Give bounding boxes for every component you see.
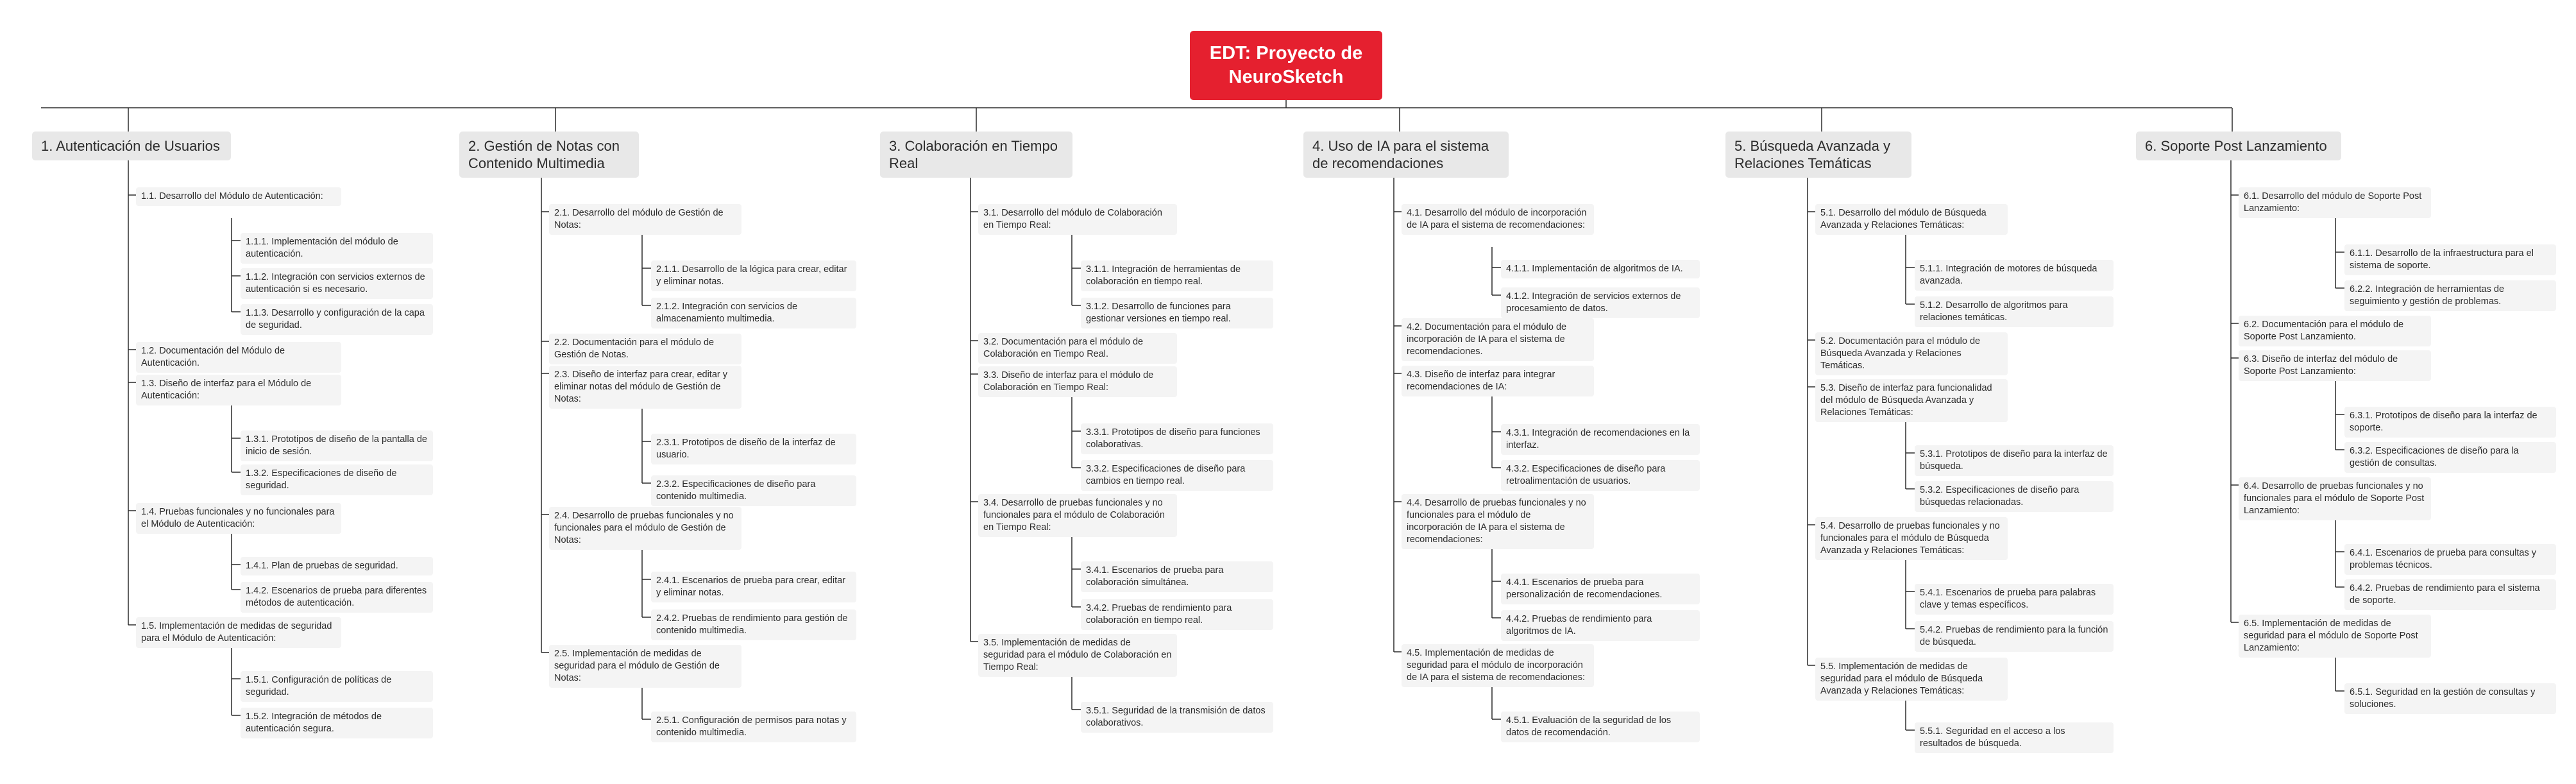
subitem-4-4-1: 4.4.1. Escenarios de prueba para persona… xyxy=(1501,574,1700,604)
subitem-2-3-2: 2.3.2. Especificaciones de diseño para c… xyxy=(651,475,856,506)
subitem-1-5-1: 1.5.1. Configuración de políticas de seg… xyxy=(241,671,433,702)
subitem-3-3-1: 3.3.1. Prototipos de diseño para funcion… xyxy=(1081,423,1273,454)
subitem-4-3-2: 4.3.2. Especificaciones de diseño para r… xyxy=(1501,460,1700,491)
item-1-3: 1.3. Diseño de interfaz para el Módulo d… xyxy=(136,375,341,405)
subitem-5-1-1: 5.1.1. Integración de motores de búsqued… xyxy=(1915,260,2114,291)
subitem-1-5-2: 1.5.2. Integración de métodos de autenti… xyxy=(241,708,433,738)
subitem-6-3-1: 6.3.1. Prototipos de diseño para la inte… xyxy=(2344,407,2556,438)
item-4-2: 4.2. Documentación para el módulo de inc… xyxy=(1402,318,1594,361)
branch-1: 1. Autenticación de Usuarios xyxy=(32,132,231,160)
item-3-4: 3.4. Desarrollo de pruebas funcionales y… xyxy=(978,494,1177,537)
item-4-4: 4.4. Desarrollo de pruebas funcionales y… xyxy=(1402,494,1594,549)
item-1-4: 1.4. Pruebas funcionales y no funcionale… xyxy=(136,503,341,534)
item-5-2: 5.2. Documentación para el módulo de Bús… xyxy=(1815,332,2008,375)
item-3-3: 3.3. Diseño de interfaz para el módulo d… xyxy=(978,366,1177,397)
subitem-5-3-1: 5.3.1. Prototipos de diseño para la inte… xyxy=(1915,445,2114,476)
subitem-2-1-1: 2.1.1. Desarrollo de la lógica para crea… xyxy=(651,260,856,291)
item-6-3: 6.3. Diseño de interfaz del módulo de So… xyxy=(2239,350,2431,381)
subitem-1-4-2: 1.4.2. Escenarios de prueba para diferen… xyxy=(241,582,433,613)
subitem-3-1-1: 3.1.1. Integración de herramientas de co… xyxy=(1081,260,1273,291)
subitem-1-3-2: 1.3.2. Especificaciones de diseño de seg… xyxy=(241,464,433,495)
subitem-3-4-2: 3.4.2. Pruebas de rendimiento para colab… xyxy=(1081,599,1273,630)
item-3-2: 3.2. Documentación para el módulo de Col… xyxy=(978,333,1177,364)
item-1-5: 1.5. Implementación de medidas de seguri… xyxy=(136,617,341,648)
item-6-4: 6.4. Desarrollo de pruebas funcionales y… xyxy=(2239,477,2431,520)
item-1-2: 1.2. Documentación del Módulo de Autenti… xyxy=(136,342,341,373)
item-5-4: 5.4. Desarrollo de pruebas funcionales y… xyxy=(1815,517,2008,560)
branch-2: 2. Gestión de Notas con Contenido Multim… xyxy=(459,132,639,178)
subitem-1-1-3: 1.1.3. Desarrollo y configuración de la … xyxy=(241,304,433,335)
item-5-3: 5.3. Diseño de interfaz para funcionalid… xyxy=(1815,379,2008,422)
subitem-6-3-2: 6.3.2. Especificaciones de diseño para l… xyxy=(2344,442,2556,473)
item-6-1: 6.1. Desarrollo del módulo de Soporte Po… xyxy=(2239,187,2431,218)
item-4-3: 4.3. Diseño de interfaz para integrar re… xyxy=(1402,366,1594,396)
subitem-3-3-2: 3.3.2. Especificaciones de diseño para c… xyxy=(1081,460,1273,491)
subitem-1-3-1: 1.3.1. Prototipos de diseño de la pantal… xyxy=(241,430,433,461)
subitem-4-1-1: 4.1.1. Implementación de algoritmos de I… xyxy=(1501,260,1700,278)
subitem-5-4-1: 5.4.1. Escenarios de prueba para palabra… xyxy=(1915,584,2114,615)
subitem-3-1-2: 3.1.2. Desarrollo de funciones para gest… xyxy=(1081,298,1273,328)
item-2-2: 2.2. Documentación para el módulo de Ges… xyxy=(549,334,741,364)
subitem-5-4-2: 5.4.2. Pruebas de rendimiento para la fu… xyxy=(1915,621,2114,652)
subitem-5-3-2: 5.3.2. Especificaciones de diseño para b… xyxy=(1915,481,2114,512)
item-1-1: 1.1. Desarrollo del Módulo de Autenticac… xyxy=(136,187,341,206)
item-2-5: 2.5. Implementación de medidas de seguri… xyxy=(549,645,741,688)
item-5-1: 5.1. Desarrollo del módulo de Búsqueda A… xyxy=(1815,204,2008,235)
subitem-1-1-2: 1.1.2. Integración con servicios externo… xyxy=(241,268,433,299)
branch-6: 6. Soporte Post Lanzamiento xyxy=(2136,132,2341,160)
item-4-1: 4.1. Desarrollo del módulo de incorporac… xyxy=(1402,204,1594,235)
item-2-1: 2.1. Desarrollo del módulo de Gestión de… xyxy=(549,204,741,235)
subitem-1-1-1: 1.1.1. Implementación del módulo de aute… xyxy=(241,233,433,264)
subitem-2-5-1: 2.5.1. Configuración de permisos para no… xyxy=(651,712,856,742)
subitem-6-4-1: 6.4.1. Escenarios de prueba para consult… xyxy=(2344,544,2556,575)
subitem-2-1-2: 2.1.2. Integración con servicios de alma… xyxy=(651,298,856,328)
subitem-2-3-1: 2.3.1. Prototipos de diseño de la interf… xyxy=(651,434,856,464)
item-3-5: 3.5. Implementación de medidas de seguri… xyxy=(978,634,1177,677)
subitem-3-4-1: 3.4.1. Escenarios de prueba para colabor… xyxy=(1081,561,1273,592)
subitem-4-5-1: 4.5.1. Evaluación de la seguridad de los… xyxy=(1501,712,1700,742)
item-3-1: 3.1. Desarrollo del módulo de Colaboraci… xyxy=(978,204,1177,235)
subitem-6-1-1: 6.1.1. Desarrollo de la infraestructura … xyxy=(2344,244,2556,275)
item-6-2: 6.2. Documentación para el módulo de Sop… xyxy=(2239,316,2431,346)
subitem-2-4-2: 2.4.2. Pruebas de rendimiento para gesti… xyxy=(651,609,856,640)
subitem-3-5-1: 3.5.1. Seguridad de la transmisión de da… xyxy=(1081,702,1273,733)
item-2-4: 2.4. Desarrollo de pruebas funcionales y… xyxy=(549,507,741,550)
item-5-5: 5.5. Implementación de medidas de seguri… xyxy=(1815,658,2008,701)
branch-4: 4. Uso de IA para el sistema de recomend… xyxy=(1303,132,1509,178)
branch-3: 3. Colaboración en Tiempo Real xyxy=(880,132,1072,178)
subitem-4-4-2: 4.4.2. Pruebas de rendimiento para algor… xyxy=(1501,610,1700,641)
subitem-4-1-2: 4.1.2. Integración de servicios externos… xyxy=(1501,287,1700,318)
branch-5: 5. Búsqueda Avanzada y Relaciones Temáti… xyxy=(1725,132,1911,178)
root-node: EDT: Proyecto de NeuroSketch xyxy=(1190,31,1382,100)
subitem-4-3-1: 4.3.1. Integración de recomendaciones en… xyxy=(1501,424,1700,455)
subitem-6-1-2: 6.2.2. Integración de herramientas de se… xyxy=(2344,280,2556,311)
subitem-5-5-1: 5.5.1. Seguridad en el acceso a los resu… xyxy=(1915,722,2114,753)
subitem-6-4-2: 6.4.2. Pruebas de rendimiento para el si… xyxy=(2344,579,2556,610)
subitem-6-5-1: 6.5.1. Seguridad en la gestión de consul… xyxy=(2344,683,2556,714)
item-6-5: 6.5. Implementación de medidas de seguri… xyxy=(2239,615,2431,658)
item-4-5: 4.5. Implementación de medidas de seguri… xyxy=(1402,644,1594,687)
subitem-5-1-2: 5.1.2. Desarrollo de algoritmos para rel… xyxy=(1915,296,2114,327)
subitem-2-4-1: 2.4.1. Escenarios de prueba para crear, … xyxy=(651,572,856,602)
subitem-1-4-1: 1.4.1. Plan de pruebas de seguridad. xyxy=(241,557,433,575)
item-2-3: 2.3. Diseño de interfaz para crear, edit… xyxy=(549,366,741,409)
